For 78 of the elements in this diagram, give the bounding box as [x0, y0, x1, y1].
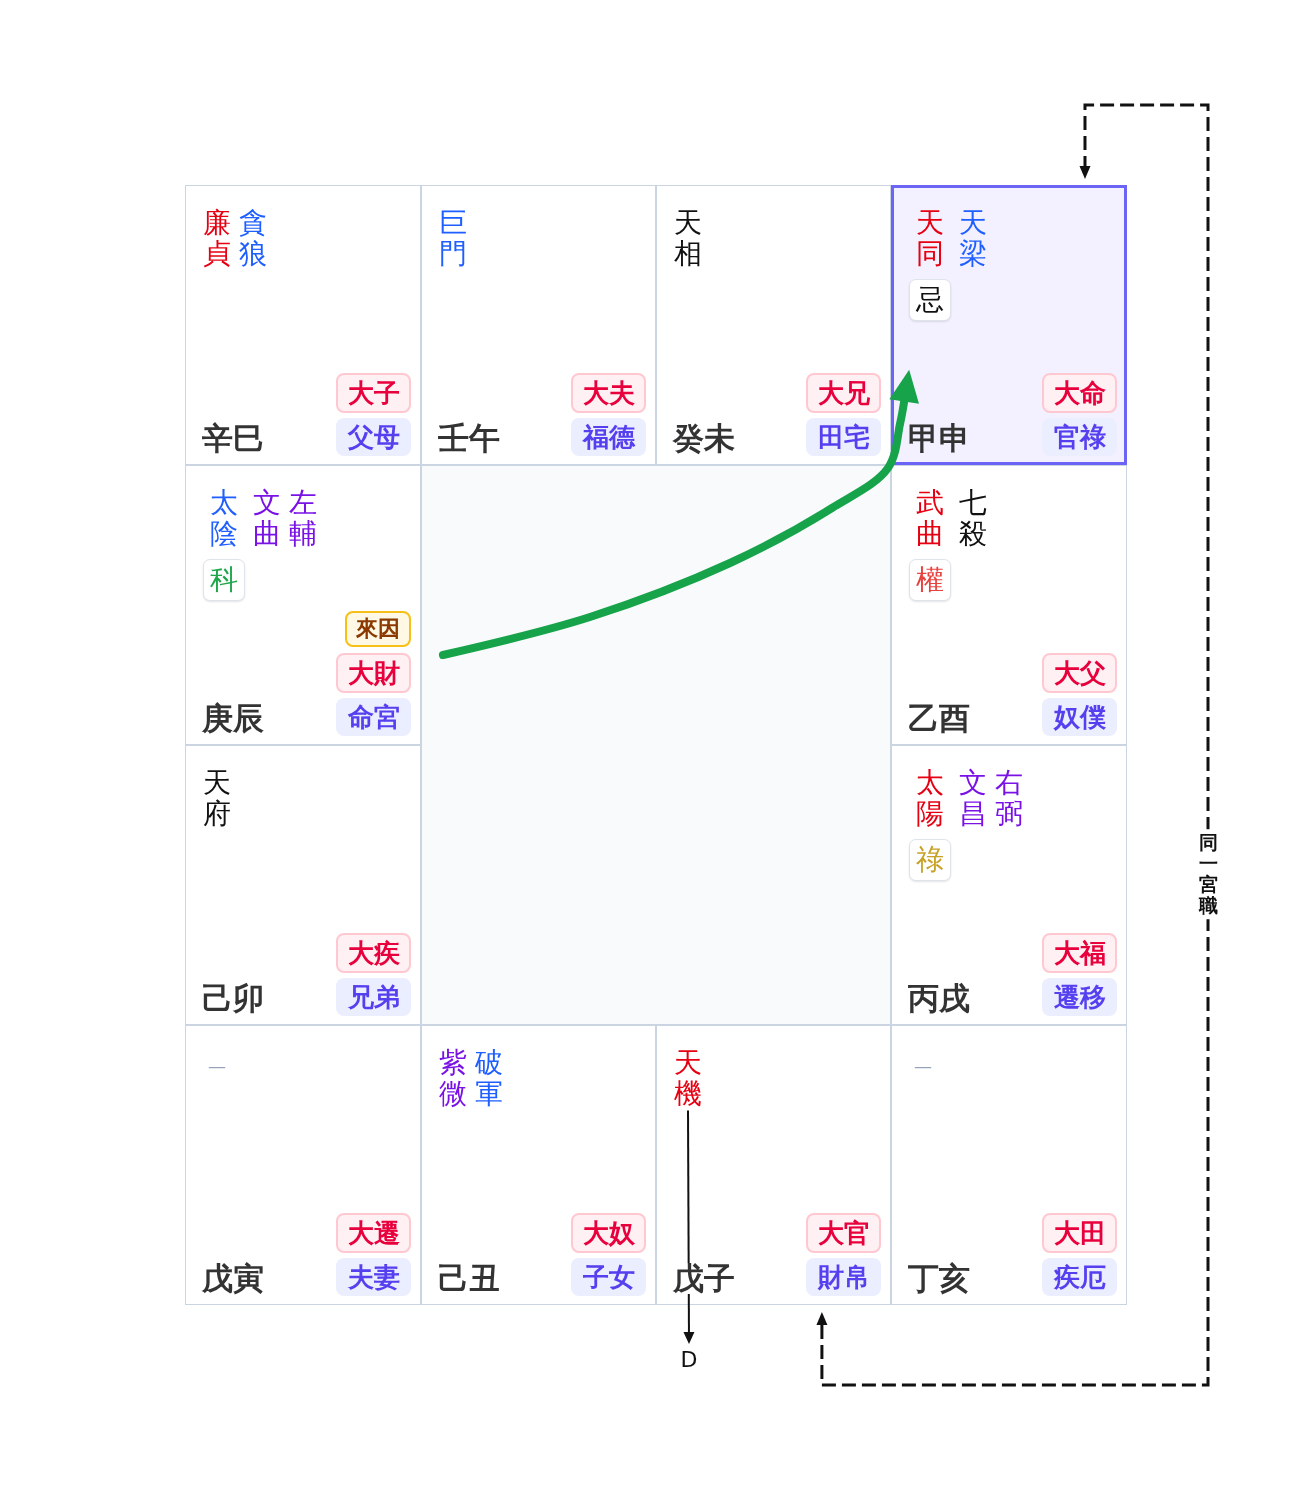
- transformation-badge: 祿: [909, 839, 951, 881]
- stem-branch-label: 己卯: [202, 983, 264, 1014]
- decade-palace-badge: 大奴: [571, 1213, 646, 1253]
- star-name: 破軍: [475, 1048, 503, 1110]
- palace-name-badge: 命宮: [336, 698, 411, 736]
- palace-cell: [656, 185, 891, 465]
- palace-name-badge: 遷移: [1042, 978, 1117, 1016]
- highlighted-palace-cell: [891, 185, 1127, 465]
- decade-palace-badge: 大官: [806, 1213, 881, 1253]
- stem-branch-label: 癸未: [673, 423, 735, 454]
- transformation-badge: 權: [909, 559, 951, 601]
- palace-name-badge: 官祿: [1042, 418, 1117, 456]
- palace-cell: [891, 465, 1127, 745]
- palace-cell: [891, 1025, 1127, 1305]
- dashed-arrow: [816, 103, 1210, 1387]
- palace-name-badge: 夫妻: [336, 1258, 411, 1296]
- palace-name-badge: 父母: [336, 418, 411, 456]
- star-name: 巨門: [439, 208, 467, 270]
- palace-name-badge: 財帛: [806, 1258, 881, 1296]
- decade-palace-badge: 大財: [336, 653, 411, 693]
- stem-branch-label: 辛巳: [202, 423, 264, 454]
- palace-name-badge: 福德: [571, 418, 646, 456]
- stem-branch-label: 丙戌: [908, 983, 970, 1014]
- star-name: 廉貞: [203, 208, 231, 270]
- decade-palace-badge: 大夫: [571, 373, 646, 413]
- palace-name-badge: 兄弟: [336, 978, 411, 1016]
- stem-branch-label: 乙酉: [908, 703, 970, 734]
- placeholder-dash: —: [208, 1058, 226, 1076]
- center-panel: [421, 465, 891, 1025]
- palace-name-badge: 田宅: [806, 418, 881, 456]
- star-name: 紫微: [439, 1048, 467, 1110]
- decade-palace-badge: 大田: [1042, 1213, 1117, 1253]
- star-name: 太陰: [210, 488, 238, 550]
- star-name: 太陽: [916, 768, 944, 830]
- stem-branch-label: 己丑: [438, 1263, 500, 1294]
- curved-arrow: [439, 369, 919, 659]
- star-name: 貪狼: [239, 208, 267, 270]
- stem-branch-label: 庚辰: [202, 703, 264, 734]
- star-name: 天府: [203, 768, 231, 830]
- placeholder-dash: —: [914, 1058, 932, 1076]
- point-label: D: [680, 1349, 698, 1371]
- star-name: 武曲: [916, 488, 944, 550]
- transformation-badge: 科: [203, 559, 245, 601]
- decade-palace-badge: 大兄: [806, 373, 881, 413]
- decade-palace-badge: 大疾: [336, 933, 411, 973]
- palace-name-badge: 子女: [571, 1258, 646, 1296]
- palace-name-badge: 奴僕: [1042, 698, 1117, 736]
- palace-cell: [891, 745, 1127, 1025]
- star-name: 右弼: [995, 768, 1023, 830]
- palace-name-badge: 疾厄: [1042, 1258, 1117, 1296]
- palace-cell: [185, 465, 421, 745]
- stem-branch-label: 戊子: [673, 1263, 735, 1294]
- decade-palace-badge: 大遷: [336, 1213, 411, 1253]
- arrow: [683, 1109, 695, 1344]
- edge-label: 同一宮職: [1198, 829, 1218, 919]
- palace-cell: [421, 185, 656, 465]
- origin-palace-badge: 來因: [345, 611, 411, 647]
- palace-cell: [185, 745, 421, 1025]
- palace-cell: [656, 1025, 891, 1305]
- transformation-badge: 忌: [909, 279, 951, 321]
- star-name: 七殺: [959, 488, 987, 550]
- palace-cell: [421, 1025, 656, 1305]
- star-name: 左輔: [289, 488, 317, 550]
- decade-palace-badge: 大父: [1042, 653, 1117, 693]
- palace-cell: [185, 1025, 421, 1305]
- decade-palace-badge: 大子: [336, 373, 411, 413]
- palace-cell: [185, 185, 421, 465]
- star-name: 天相: [674, 208, 702, 270]
- stem-branch-label: 戊寅: [202, 1263, 264, 1294]
- star-name: 天梁: [959, 208, 987, 270]
- stem-branch-label: 丁亥: [908, 1263, 970, 1294]
- star-name: 文昌: [959, 768, 987, 830]
- decade-palace-badge: 大福: [1042, 933, 1117, 973]
- stem-branch-label: 壬午: [438, 423, 500, 454]
- star-name: 天機: [674, 1048, 702, 1110]
- star-name: 文曲: [253, 488, 281, 550]
- star-name: 天同: [916, 208, 944, 270]
- decade-palace-badge: 大命: [1042, 373, 1117, 413]
